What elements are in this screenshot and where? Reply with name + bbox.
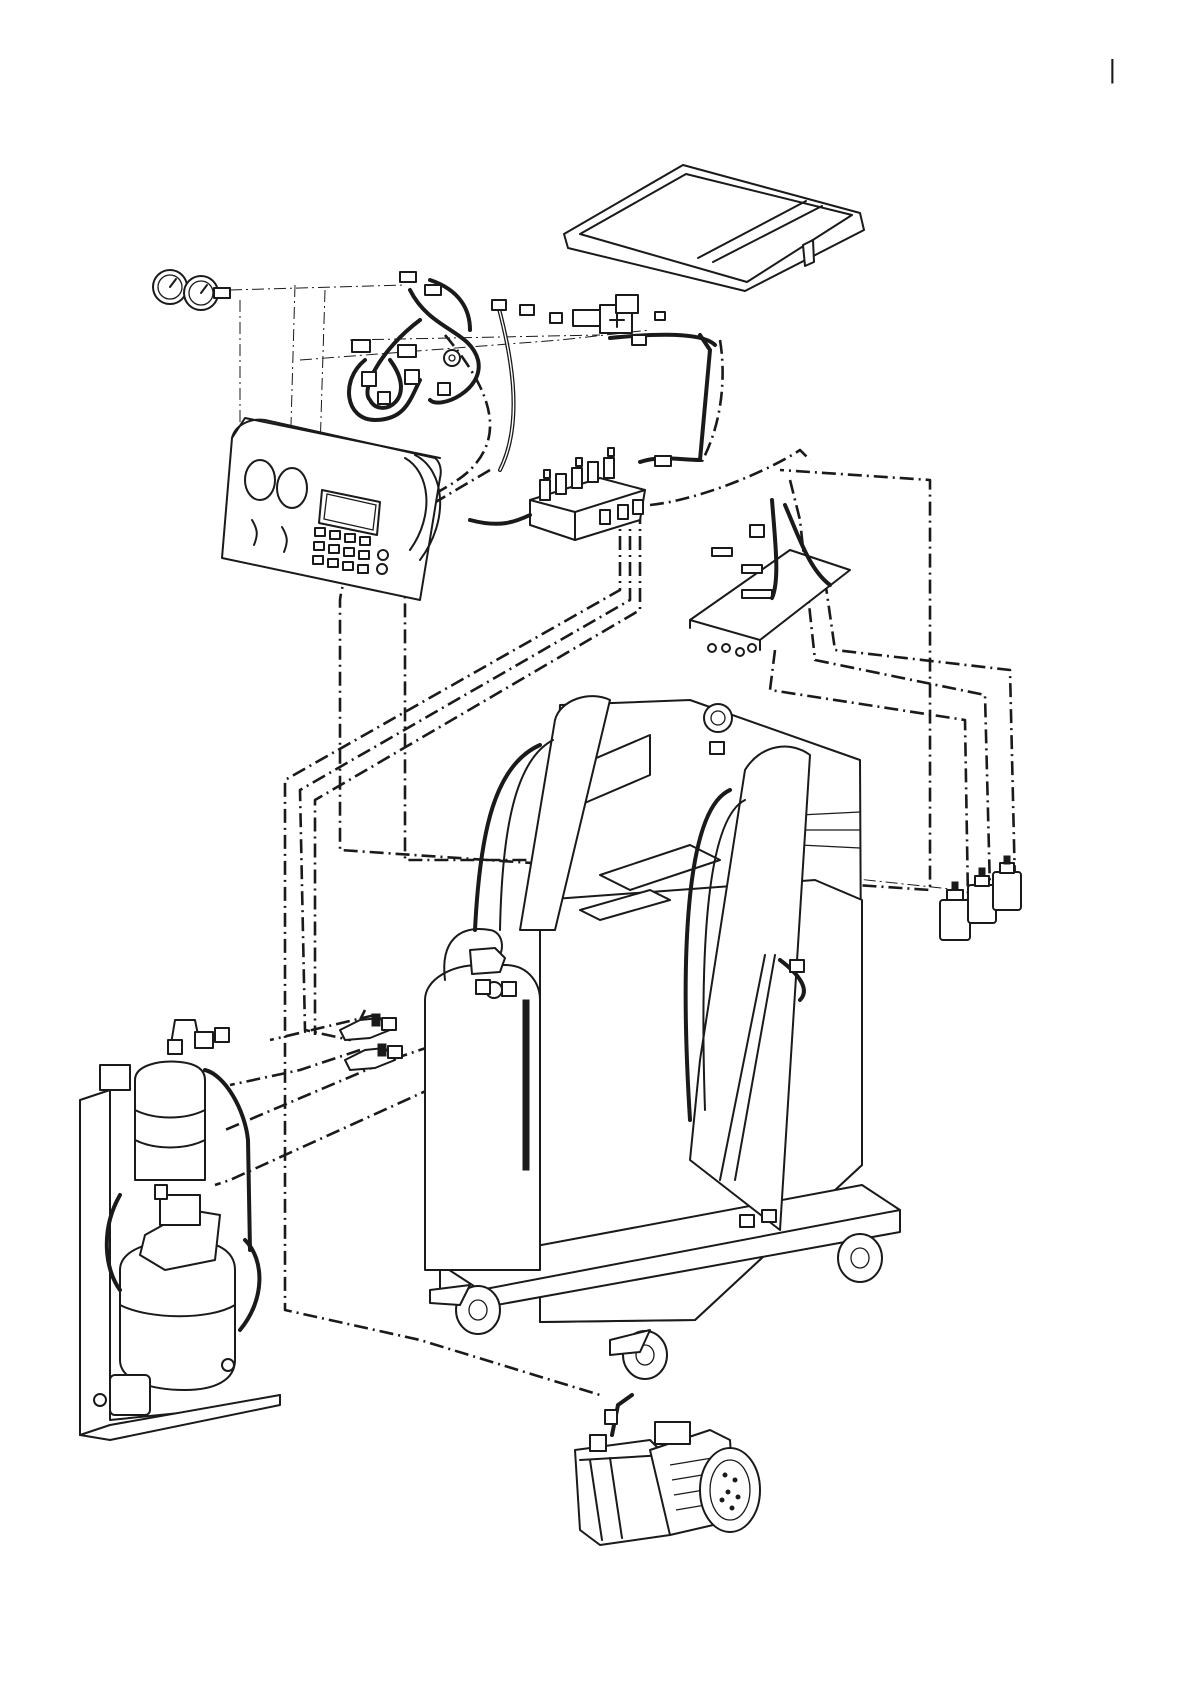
mounting-bracket-plate: [690, 500, 850, 656]
valve-manifold-block: [470, 335, 710, 540]
vacuum-pump: [575, 1395, 760, 1545]
oil-bottle-3: [993, 856, 1021, 910]
control-panel: [222, 418, 441, 600]
pressure-gauges: [153, 270, 230, 310]
gauge-right: [184, 276, 218, 310]
oil-bottle-1: [940, 882, 970, 940]
hose-fittings: [349, 272, 715, 470]
refrigerant-cylinder: [425, 929, 540, 1270]
gauge-left: [153, 270, 187, 304]
coupler-lower: [345, 1044, 402, 1070]
oil-bottle-2: [968, 868, 996, 923]
oil-bottles: [940, 856, 1021, 940]
top-cover-panel: [564, 165, 864, 291]
compressor-unit: [80, 1020, 280, 1440]
